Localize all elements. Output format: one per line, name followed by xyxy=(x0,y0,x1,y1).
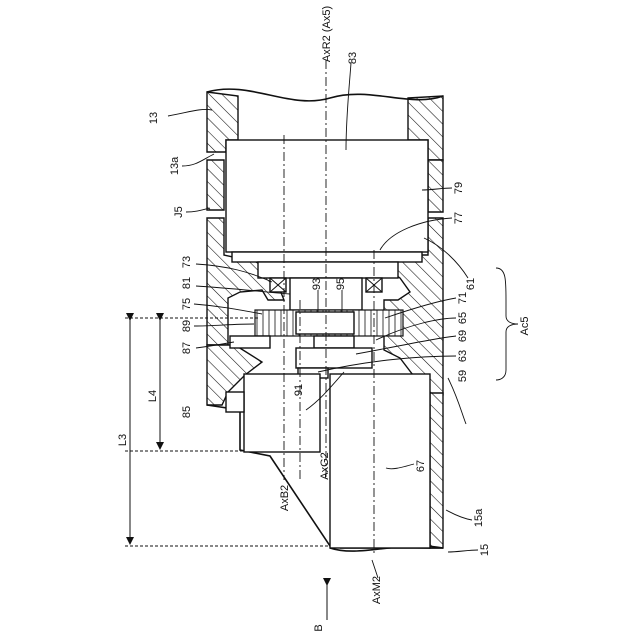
leader-83 xyxy=(346,63,351,150)
label-ac5: Ac5 xyxy=(519,317,531,336)
leader-axm2 xyxy=(372,560,378,578)
housing-13a-wall xyxy=(207,160,224,210)
label-61: 61 xyxy=(465,278,477,290)
bracket-ac5 xyxy=(496,268,518,380)
leader-59 xyxy=(448,378,466,424)
label-13: 13 xyxy=(148,112,160,124)
label-axm2: AxM2 xyxy=(371,576,383,604)
housing-right-narrow-wall xyxy=(428,160,443,212)
label-65: 65 xyxy=(457,312,469,324)
component-77 xyxy=(232,252,422,262)
label-63: 63 xyxy=(457,350,469,362)
motor-85-flange xyxy=(226,392,244,412)
label-13a: 13a xyxy=(169,156,181,175)
label-73: 73 xyxy=(181,256,193,268)
break-line-top xyxy=(207,89,443,101)
label-b: B xyxy=(313,624,325,631)
label-81: 81 xyxy=(181,277,193,289)
label-l3: L3 xyxy=(117,434,129,446)
label-15: 15 xyxy=(479,544,491,556)
component-69 xyxy=(296,348,372,368)
label-95: 95 xyxy=(335,278,347,290)
label-l4: L4 xyxy=(147,390,159,402)
label-91: 91 xyxy=(293,384,305,396)
leader-13 xyxy=(168,109,212,116)
leader-15 xyxy=(448,550,478,552)
component-65 xyxy=(314,336,354,348)
label-85: 85 xyxy=(181,406,193,418)
label-83: 83 xyxy=(347,52,359,64)
component-79 xyxy=(226,140,428,252)
label-axb2: AxB2 xyxy=(279,485,291,511)
label-axr2: AxR2 (Ax5) xyxy=(321,6,333,62)
gear-93 xyxy=(296,312,354,334)
motor-85 xyxy=(244,374,320,452)
label-69: 69 xyxy=(457,330,469,342)
label-15a: 15a xyxy=(473,508,485,527)
label-75: 75 xyxy=(181,298,193,310)
label-93: 93 xyxy=(311,278,323,290)
label-79: 79 xyxy=(453,182,465,194)
label-59: 59 xyxy=(457,370,469,382)
label-87: 87 xyxy=(181,342,193,354)
label-67: 67 xyxy=(415,460,427,472)
label-axg2: AxG2 xyxy=(319,452,331,480)
leader-15a xyxy=(446,510,472,520)
label-89: 89 xyxy=(181,320,193,332)
component-87 xyxy=(230,336,270,348)
component-61 xyxy=(258,262,398,278)
label-j5: J5 xyxy=(173,206,185,218)
label-77: 77 xyxy=(453,212,465,224)
housing-15a-wall xyxy=(430,393,443,548)
label-71: 71 xyxy=(457,292,469,304)
